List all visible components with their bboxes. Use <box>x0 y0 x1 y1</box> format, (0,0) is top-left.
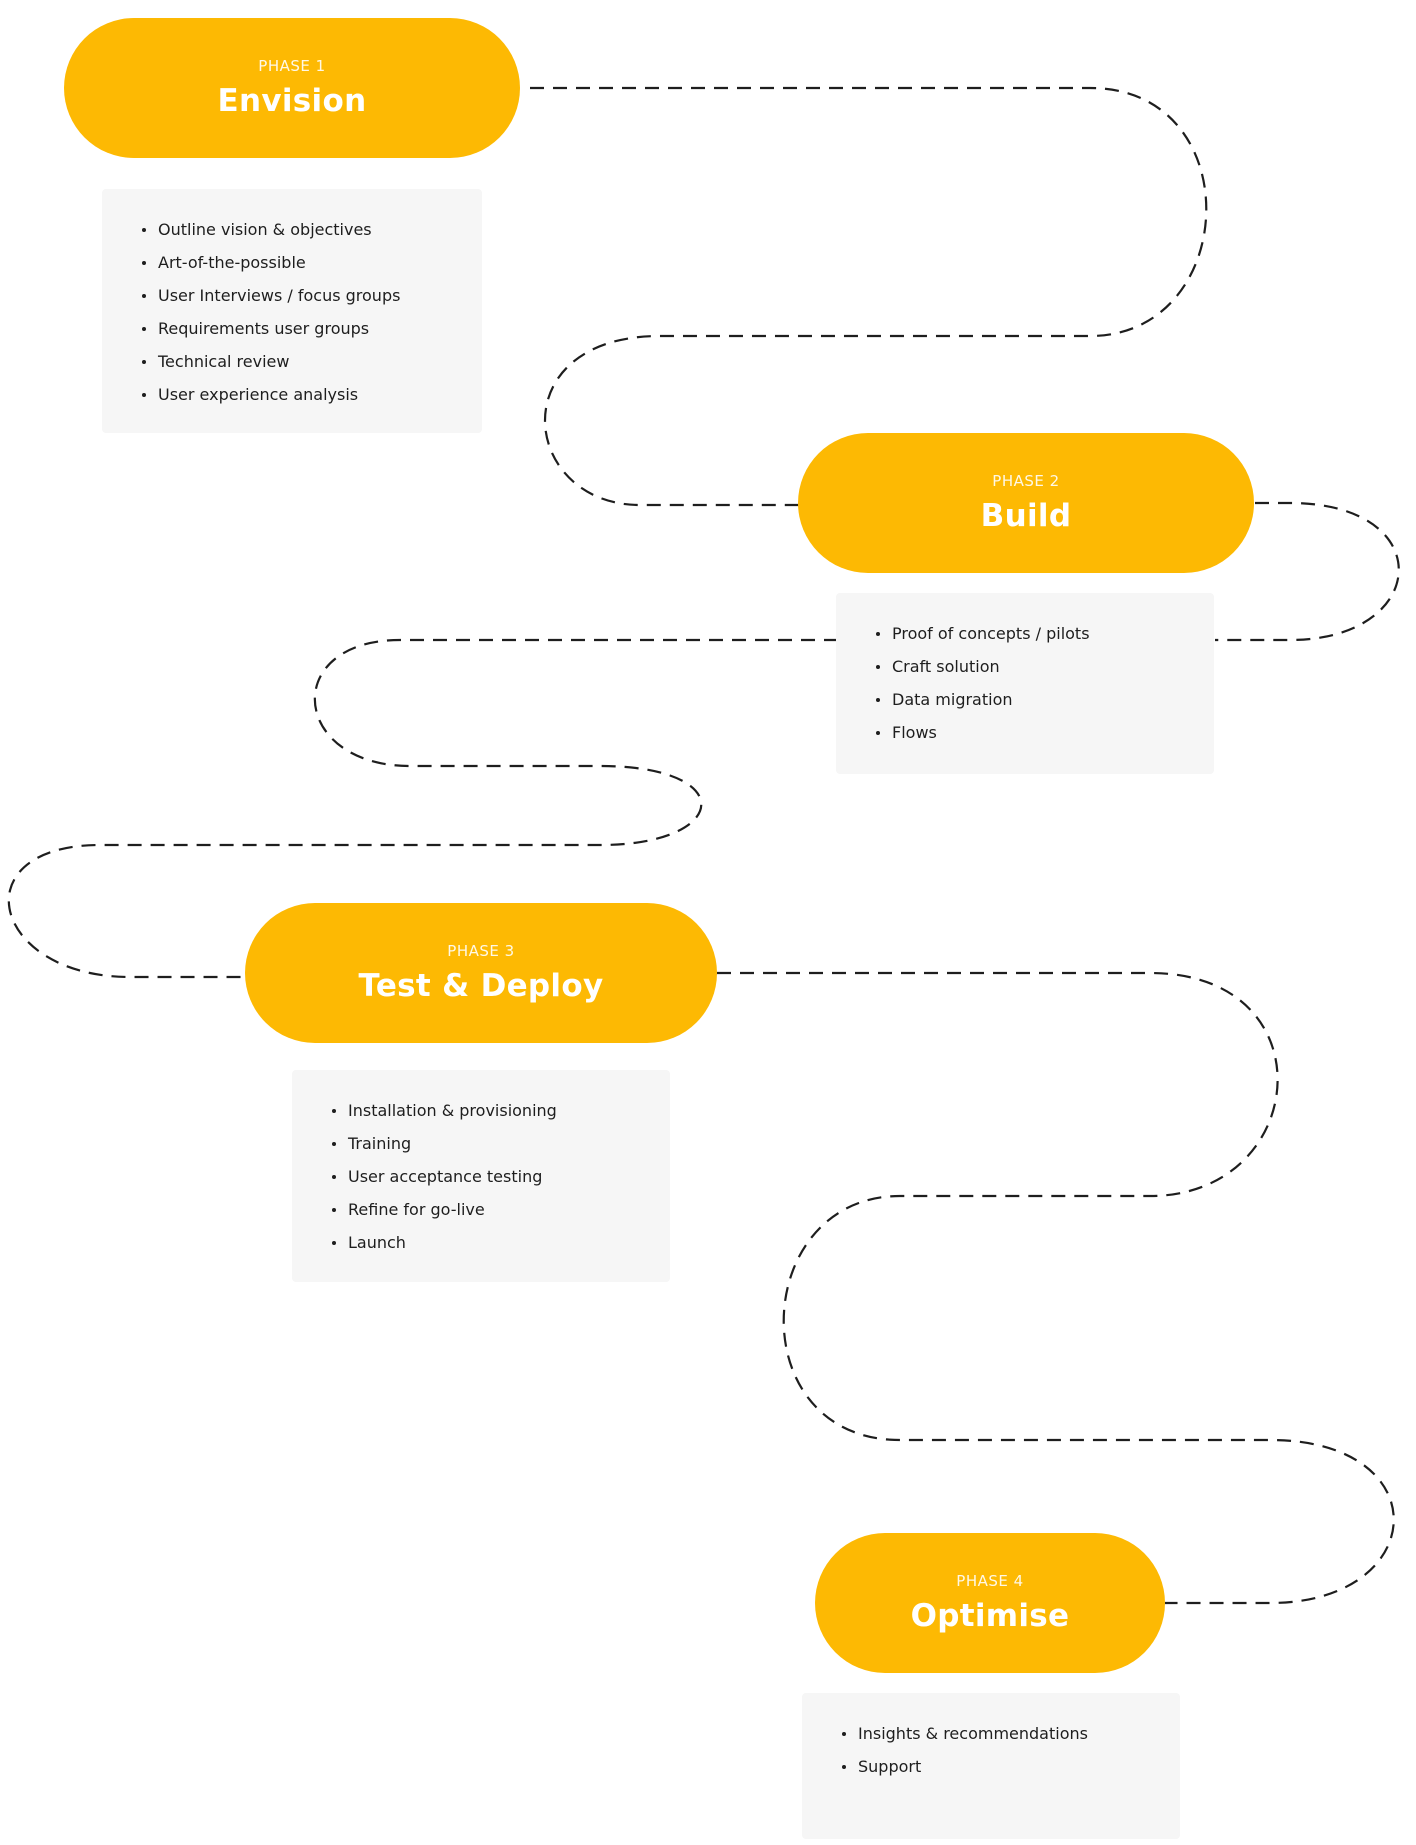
phase-3-item: Launch <box>332 1226 650 1259</box>
phase-3-item: Refine for go-live <box>332 1193 650 1226</box>
phase-2-pill: PHASE 2 Build <box>798 433 1254 573</box>
phase-4-list: Insights & recommendations Support <box>842 1717 1160 1783</box>
phase-4-item: Support <box>842 1750 1160 1783</box>
phase-2-item: Craft solution <box>876 650 1194 683</box>
phase-3-card: Installation & provisioning Training Use… <box>292 1070 670 1282</box>
connector-phase2-to-phase3 <box>7 501 1400 979</box>
phase-1-item: User experience analysis <box>142 378 462 411</box>
phase-1-item: Art-of-the-possible <box>142 246 462 279</box>
phase-4-item: Insights & recommendations <box>842 1717 1160 1750</box>
phase-1-label: PHASE 1 <box>258 57 326 75</box>
phase-4-pill: PHASE 4 Optimise <box>815 1533 1165 1673</box>
phase-3-list: Installation & provisioning Training Use… <box>332 1094 650 1259</box>
phase-2-list: Proof of concepts / pilots Craft solutio… <box>876 617 1194 749</box>
phase-4-title: Optimise <box>910 1598 1070 1634</box>
phase-2-title: Build <box>980 498 1072 534</box>
phase-3-item: Installation & provisioning <box>332 1094 650 1127</box>
connector-phase3-to-phase4 <box>717 971 1395 1605</box>
phase-1-item: Technical review <box>142 345 462 378</box>
phase-1-item: User Interviews / focus groups <box>142 279 462 312</box>
phase-2-card: Proof of concepts / pilots Craft solutio… <box>836 593 1214 774</box>
phase-4-label: PHASE 4 <box>956 1572 1024 1590</box>
phase-3-title: Test & Deploy <box>358 968 604 1004</box>
phase-4-card: Insights & recommendations Support <box>802 1693 1180 1839</box>
phase-3-label: PHASE 3 <box>447 942 515 960</box>
phase-2-item: Flows <box>876 716 1194 749</box>
phase-3-item: User acceptance testing <box>332 1160 650 1193</box>
phase-2-item: Data migration <box>876 683 1194 716</box>
phase-1-title: Envision <box>217 83 367 119</box>
phase-1-pill: PHASE 1 Envision <box>64 18 520 158</box>
connector-phase1-to-phase2 <box>530 86 1208 507</box>
phase-1-item: Outline vision & objectives <box>142 213 462 246</box>
phase-3-pill: PHASE 3 Test & Deploy <box>245 903 717 1043</box>
phase-1-card: Outline vision & objectives Art-of-the-p… <box>102 189 482 433</box>
phase-2-label: PHASE 2 <box>992 472 1060 490</box>
phase-3-item: Training <box>332 1127 650 1160</box>
phase-2-item: Proof of concepts / pilots <box>876 617 1194 650</box>
phase-1-list: Outline vision & objectives Art-of-the-p… <box>142 213 462 411</box>
phase-1-item: Requirements user groups <box>142 312 462 345</box>
